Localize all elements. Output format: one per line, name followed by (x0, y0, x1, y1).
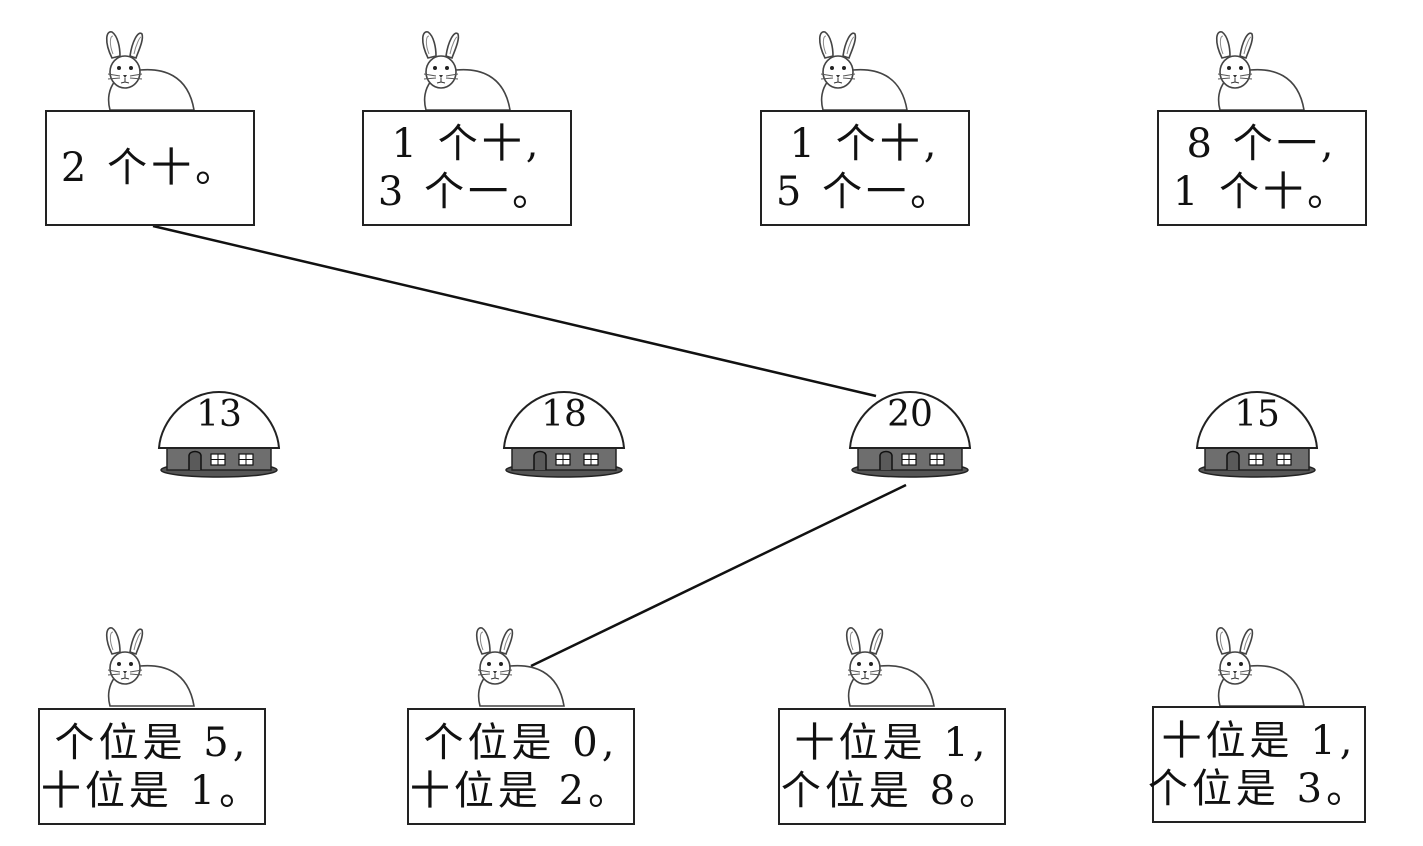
house-15[interactable]: 15 (1195, 390, 1319, 478)
bunny-icon (1215, 626, 1305, 707)
connection-line-bottom-card-2-to-house-20 (530, 483, 907, 668)
house-13[interactable]: 13 (157, 390, 281, 478)
house-number: 15 (1234, 394, 1280, 435)
bunny-icon (818, 30, 908, 111)
bottom-card-2[interactable]: 个位是 0, 十位是 2。 (407, 708, 635, 825)
bunny-icon (475, 626, 565, 707)
bunny-icon (105, 30, 195, 111)
house-number: 20 (887, 394, 933, 435)
bottom-card-3[interactable]: 十位是 1, 个位是 8。 (778, 708, 1006, 825)
card-line: 2 个十。 (60, 145, 240, 191)
card-line: 十位是 1, (1161, 717, 1357, 764)
house-18[interactable]: 18 (502, 390, 626, 478)
bunny-icon (421, 30, 511, 111)
house-number: 18 (541, 394, 587, 435)
connection-line-top-card-1-to-house-20 (152, 224, 877, 398)
card-line: 1 个十, (391, 121, 543, 167)
card-line: 十位是 1。 (40, 767, 264, 814)
card-line: 个位是 0, (423, 719, 619, 766)
bottom-card-1[interactable]: 个位是 5, 十位是 1。 (38, 708, 266, 825)
house-number: 13 (196, 394, 242, 435)
top-card-1[interactable]: 2 个十。 (45, 110, 255, 226)
card-line: 8 个一, (1186, 121, 1338, 167)
card-line: 1 个十。 (1172, 169, 1352, 215)
bunny-icon (845, 626, 935, 707)
bunny-icon (1215, 30, 1305, 111)
card-line: 个位是 3。 (1147, 765, 1371, 812)
house-20[interactable]: 20 (848, 390, 972, 478)
card-line: 个位是 5, (54, 719, 250, 766)
card-line: 个位是 8。 (780, 767, 1004, 814)
card-line: 5 个一。 (775, 169, 955, 215)
bunny-icon (105, 626, 195, 707)
top-card-2[interactable]: 1 个十, 3 个一。 (362, 110, 572, 226)
card-line: 1 个十, (789, 121, 941, 167)
bottom-card-4[interactable]: 十位是 1, 个位是 3。 (1148, 706, 1366, 823)
top-card-3[interactable]: 1 个十, 5 个一。 (760, 110, 970, 226)
top-card-4[interactable]: 8 个一, 1 个十。 (1157, 110, 1367, 226)
card-line: 3 个一。 (377, 169, 557, 215)
card-line: 十位是 2。 (409, 767, 633, 814)
card-line: 十位是 1, (794, 719, 990, 766)
